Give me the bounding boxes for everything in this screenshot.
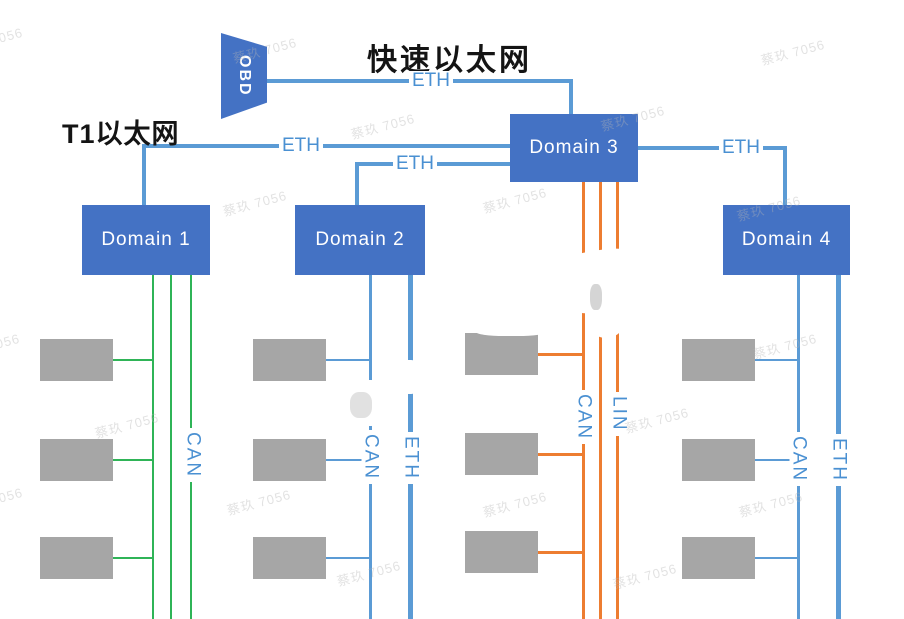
ecu-box (682, 339, 755, 381)
ecu-stub-line (538, 453, 584, 456)
ecu-box (40, 439, 113, 481)
eth-line-domain2-riser (355, 162, 359, 205)
domain2-eth-label: ETH (401, 432, 422, 484)
eth-link-label: ETH (279, 136, 323, 156)
ecu-box (253, 339, 326, 381)
watermark-text: 蔡玖 7056 (611, 560, 679, 593)
t1-ethernet-annotation: T1以太网 (62, 119, 180, 149)
obd-label: OBD (236, 55, 253, 97)
ecu-box (682, 439, 755, 481)
domain1-label: Domain 1 (101, 229, 191, 250)
ecu-stub-line (538, 353, 584, 356)
can-bus-line (170, 275, 172, 619)
domain2-box: Domain 2 (295, 205, 425, 275)
eth-line-domain1-domain3 (142, 144, 512, 148)
domain1-box: Domain 1 (82, 205, 210, 275)
obd-connector: OBD (221, 33, 267, 119)
eth-link-label: ETH (719, 138, 763, 158)
eth-line-domain3-domain4 (638, 146, 787, 150)
watermark-text: 蔡玖 7056 (759, 36, 827, 69)
ecu-box (253, 439, 326, 481)
eth-line-obd-domain3-drop (569, 79, 573, 115)
domain3-box: Domain 3 (510, 114, 638, 182)
ecu-stub-line (326, 459, 371, 461)
domain2-label: Domain 2 (315, 229, 405, 250)
ecu-stub-line (538, 551, 584, 554)
gray-smudge (590, 284, 602, 310)
can-bus-line (599, 182, 602, 619)
ecu-stub-line (326, 359, 371, 361)
domain3-label: Domain 3 (529, 137, 619, 158)
watermark-text: 蔡玖 7056 (737, 488, 805, 521)
watermark-text: 蔡玖 7056 (221, 187, 289, 220)
gray-smudge (350, 392, 372, 418)
watermark-text: 蔡玖 7056 (93, 409, 161, 442)
watermark-text: 蔡玖 7056 (481, 184, 549, 217)
ecu-stub-line (755, 557, 799, 559)
ecu-box (465, 433, 538, 475)
domain4-eth-label: ETH (829, 434, 850, 486)
watermark-text: 蔡玖 7056 (751, 330, 819, 363)
eth-line-domain4-drop (783, 146, 787, 205)
ecu-box (40, 537, 113, 579)
ecu-box (465, 531, 538, 573)
ecu-stub-line (113, 459, 154, 461)
domain3-can-label: CAN (574, 390, 595, 445)
ecu-stub-line (755, 459, 799, 461)
watermark-text: 蔡玖 7056 (623, 404, 691, 437)
ecu-stub-line (755, 359, 799, 361)
ecu-stub-line (113, 557, 154, 559)
can-bus-line (152, 275, 154, 619)
watermark-text: 蔡玖 7056 (481, 488, 549, 521)
eth-line-domain1-riser (142, 144, 146, 205)
domain4-label: Domain 4 (741, 229, 832, 250)
ecu-box (465, 333, 538, 375)
eth-link-label: ETH (393, 154, 437, 174)
watermark-text: 蔡玖 7056 (349, 110, 417, 143)
white-smudge (398, 360, 420, 394)
ecu-box (40, 339, 113, 381)
domain4-can-label: CAN (789, 432, 810, 487)
domain3-lin-label: LIN (609, 392, 630, 436)
watermark-text: 蔡玖 7056 (0, 24, 25, 56)
domain4-box: Domain 4 (723, 205, 850, 275)
watermark-text: 蔡玖 7056 (0, 484, 25, 516)
eth-link-label: ETH (409, 71, 453, 91)
domain2-can-label: CAN (361, 430, 382, 485)
ecu-box (682, 537, 755, 579)
ecu-stub-line (326, 557, 371, 559)
watermark-text: 蔡玖 7056 (0, 330, 22, 362)
white-smudge (476, 326, 546, 336)
domain1-can-label: CAN (183, 428, 204, 483)
ecu-stub-line (113, 359, 154, 361)
ecu-box (253, 537, 326, 579)
watermark-text: 蔡玖 7056 (225, 486, 293, 519)
